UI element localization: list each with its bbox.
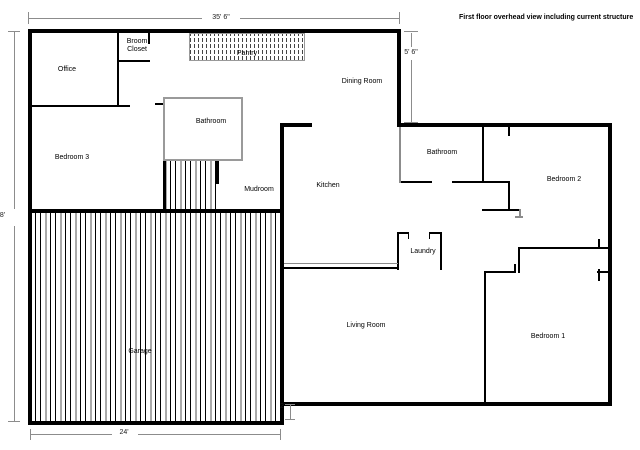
- wall-segment: [514, 264, 516, 273]
- wall-segment: [155, 103, 163, 105]
- room-label-garage: Garage: [128, 348, 152, 355]
- room-label-bedroom3: Bedroom 3: [54, 154, 90, 161]
- wall-segment: [163, 159, 166, 211]
- wall-segment: [117, 33, 119, 107]
- wall-segment: [608, 123, 612, 406]
- wall-segment: [284, 267, 398, 269]
- wall-segment: [429, 232, 442, 234]
- dimension-line: [30, 434, 112, 435]
- wall-segment: [283, 402, 612, 406]
- dimension-tick: [8, 31, 20, 32]
- dimension-line: [14, 31, 15, 209]
- room-label-office: Office: [57, 66, 77, 73]
- room-label-bathroom-addition: Bathroom: [426, 149, 458, 156]
- dimension-label-garage-width: 24': [117, 429, 131, 437]
- dimension-line: [290, 404, 291, 420]
- wall-segment: [397, 29, 401, 127]
- wall-segment: [30, 105, 130, 107]
- wall-segment: [518, 247, 610, 249]
- wall-segment: [598, 269, 600, 281]
- dimension-tick: [28, 12, 29, 24]
- dimension-line: [14, 226, 15, 422]
- wall-segment: [484, 271, 486, 402]
- wall-segment: [397, 232, 399, 270]
- room-label-mudroom: Mudroom: [244, 186, 274, 193]
- room-label-bathroom-main: Bathroom: [195, 118, 227, 125]
- wall-segment: [28, 29, 401, 33]
- wall-segment: [482, 209, 520, 211]
- wall-segment: [452, 181, 510, 183]
- wall-segment: [216, 159, 219, 184]
- wall-segment: [28, 209, 284, 213]
- wall-segment: [284, 263, 398, 264]
- wall-segment: [28, 29, 32, 425]
- wall-segment: [117, 60, 150, 62]
- wall-segment: [597, 271, 610, 273]
- wall-segment: [508, 181, 510, 211]
- dimension-line: [240, 18, 400, 19]
- wall-segment: [28, 421, 284, 425]
- wall-segment: [440, 232, 442, 270]
- wall-segment: [598, 239, 600, 249]
- room-label-kitchen: Kitchen: [316, 182, 340, 189]
- stairs-hatch-area: [165, 161, 217, 212]
- dimension-line: [411, 60, 412, 123]
- room-label-bedroom2: Bedroom 2: [546, 176, 582, 183]
- wall-segment: [399, 127, 401, 183]
- dimension-tick: [285, 419, 295, 420]
- room-label-laundry: Laundry: [410, 248, 436, 255]
- room-label-living-room: Living Room: [346, 322, 386, 329]
- dimension-line: [138, 434, 281, 435]
- dimension-tick: [404, 31, 418, 32]
- wall-segment: [508, 127, 510, 136]
- drawing-title: First floor overhead view including curr…: [459, 14, 634, 21]
- dimension-tick: [399, 12, 400, 24]
- wall-segment: [397, 123, 612, 127]
- wall-segment: [280, 123, 312, 127]
- wall-segment: [148, 33, 150, 44]
- wall-segment: [518, 247, 520, 273]
- dimension-label-left-height: 38': [0, 212, 6, 219]
- dimension-line: [411, 33, 412, 47]
- dimension-tick: [280, 429, 281, 440]
- wall-segment: [399, 181, 432, 183]
- dimension-tick: [404, 122, 418, 123]
- dimension-label-overall-width: 35' 6": [210, 14, 232, 22]
- room-label-bedroom1: Bedroom 1: [530, 333, 566, 340]
- dimension-tick: [30, 429, 31, 440]
- wall-segment: [482, 127, 484, 183]
- dimension-label-right-step: 5' 6": [402, 49, 420, 57]
- wall-segment: [519, 209, 521, 218]
- dimension-tick: [285, 404, 295, 405]
- wall-segment: [280, 123, 284, 425]
- wall-segment: [484, 271, 516, 273]
- dimension-line: [28, 18, 202, 19]
- wall-segment: [429, 232, 430, 239]
- room-label-pantry: Pantry: [236, 50, 258, 57]
- wall-segment: [515, 216, 523, 218]
- room-label-broom-closet: Broom Closet: [126, 38, 148, 53]
- wall-segment: [397, 232, 409, 234]
- wall-segment: [408, 232, 409, 239]
- dimension-tick: [8, 421, 20, 422]
- garage-hatch-area: [30, 212, 281, 422]
- main-bathroom-outline: [163, 97, 243, 161]
- pantry-hatch-area: [189, 33, 305, 61]
- room-label-dining-room: Dining Room: [341, 78, 383, 85]
- dimension-label-south-offset: 2': [280, 403, 286, 410]
